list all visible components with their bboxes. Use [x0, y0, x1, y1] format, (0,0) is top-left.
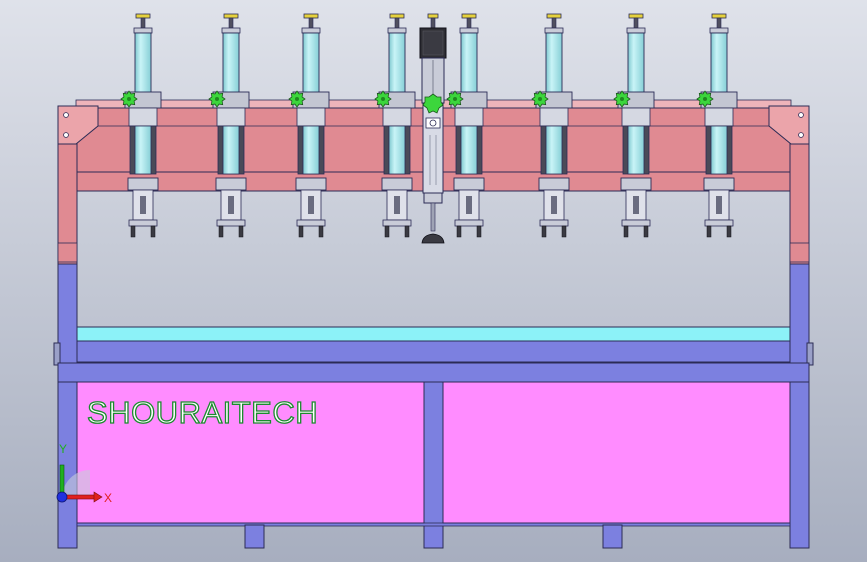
cylinder-cap	[546, 13, 562, 19]
cylinder-cap	[223, 13, 239, 19]
cylinder-body	[222, 32, 240, 96]
cylinder-station	[446, 13, 488, 238]
cabinet	[76, 381, 791, 524]
cylinder-body	[134, 32, 152, 96]
cabinet-panel-left	[76, 381, 425, 524]
cylinder-body	[627, 32, 645, 96]
cylinder-station	[288, 13, 330, 238]
cylinder-body	[302, 32, 320, 96]
cyan-conveyor-bar	[76, 326, 791, 342]
cylinder-body	[388, 32, 406, 96]
cylinder-station	[120, 13, 162, 238]
cylinder-cap	[135, 13, 151, 19]
cabinet-panel-right	[442, 381, 791, 524]
axis-label-y: Y	[59, 442, 67, 456]
cylinder-station	[531, 13, 573, 238]
coordinate-triad: Y X	[56, 442, 112, 505]
cylinder-station	[208, 13, 250, 238]
axis-label-x: X	[104, 491, 112, 505]
cylinder-cap	[711, 13, 727, 19]
cylinder-station	[696, 13, 738, 238]
cylinder-body	[545, 32, 563, 96]
cylinder-station	[374, 13, 416, 238]
cylinder-cap	[389, 13, 405, 19]
cylinder-station	[613, 13, 655, 238]
cylinder-cap	[628, 13, 644, 19]
center-actuator	[419, 13, 447, 244]
cylinder-body	[710, 32, 728, 96]
cylinder-stations	[120, 13, 738, 238]
brand-logo-text: SHOURAITECH	[87, 395, 318, 430]
cylinder-cap	[461, 13, 477, 19]
cylinder-cap	[303, 13, 319, 19]
cylinder-body	[460, 32, 478, 96]
